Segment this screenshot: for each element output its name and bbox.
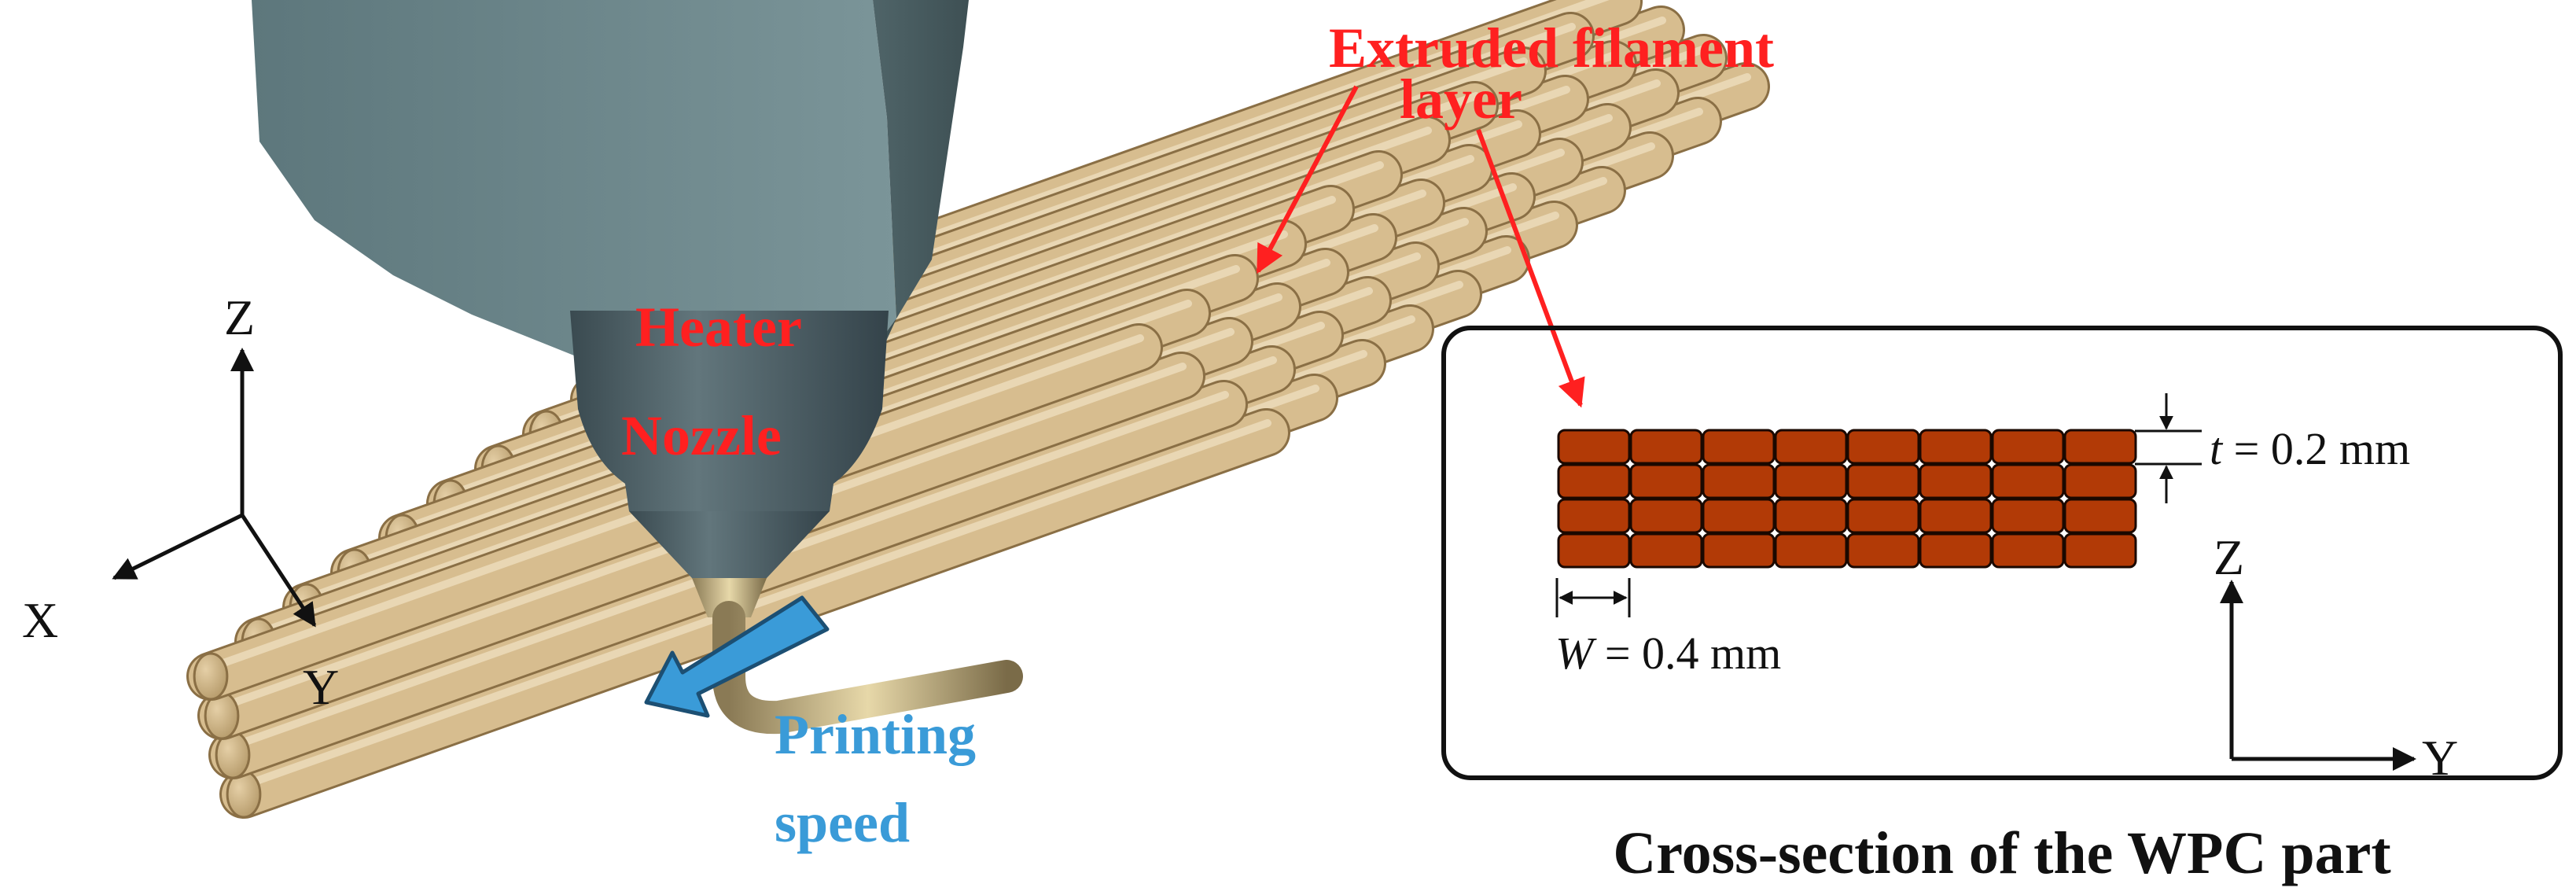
filament-cross-section-cell [1629, 498, 1703, 534]
thickness-label: t = 0.2 mm [2210, 423, 2410, 474]
axis-y-label: Y [303, 659, 339, 715]
filament-cross-section-cell [1629, 429, 1703, 465]
extruded-filament-stack [186, 0, 1770, 819]
filament-cross-section-cell [1774, 498, 1848, 534]
filament-cross-section-cell [1702, 498, 1776, 534]
filament-cross-section-cell [1774, 463, 1848, 499]
cross-section-z-label: Z [2214, 529, 2244, 585]
filament-cross-section-cell [1991, 463, 2065, 499]
thickness-value: = 0.2 mm [2222, 423, 2410, 474]
cross-section-y-label: Y [2422, 730, 2458, 786]
width-label: W = 0.4 mm [1555, 628, 1781, 679]
filament-cross-section-cell [1846, 429, 1920, 465]
xyz-axes [112, 348, 317, 628]
filament-cross-section-cell [2063, 463, 2137, 499]
filament-cross-section-cell [1846, 532, 1920, 569]
filament-cross-section-cell [1702, 429, 1776, 465]
printing-speed-label-1: Printing [775, 703, 976, 766]
filament-cross-section-cell [1702, 463, 1776, 499]
filament-cross-section-cell [1846, 498, 1920, 534]
filament-cross-section-cell [2063, 532, 2137, 569]
filament-cross-section-cell [1629, 532, 1703, 569]
cross-section-panel [1441, 326, 2563, 780]
filament-pointer-arrow [1256, 85, 1359, 274]
axis-x-label: X [22, 592, 58, 648]
cross-section-bricks [1557, 429, 2137, 569]
nozzle-label: Nozzle [621, 404, 782, 467]
filament-cross-section-cell [1919, 532, 1993, 569]
width-dimension [1555, 578, 1631, 617]
width-value: = 0.4 mm [1593, 628, 1781, 679]
cross-section-axes [2220, 580, 2416, 771]
left-arrow-icon [644, 595, 830, 718]
extruded-filament-label: Extruded filament [1329, 17, 1774, 79]
filament-cross-section-cell [1629, 463, 1703, 499]
heater-label: Heater [635, 296, 802, 359]
width-symbol: W [1555, 628, 1597, 679]
filament-cross-section-cell [1557, 463, 1631, 499]
filament-cross-section-cell [1702, 532, 1776, 569]
axis-z-label: Z [224, 289, 255, 345]
filament-cross-section-cell [1991, 498, 2065, 534]
filament-cross-section-cell [1991, 532, 2065, 569]
filament-cross-section-cell [2063, 498, 2137, 534]
cross-section-pointer-arrow [1476, 128, 1585, 408]
filament-cross-section-cell [2063, 429, 2137, 465]
filament-cross-section-cell [1557, 532, 1631, 569]
filament-cross-section-cell [1557, 429, 1631, 465]
filament-cross-section-cell [1846, 463, 1920, 499]
filament-cross-section-cell [1919, 429, 1993, 465]
thickness-dimension [2135, 393, 2202, 503]
cross-section-caption: Cross-section of the WPC part [1613, 820, 2390, 886]
filament-cross-section-cell [1557, 498, 1631, 534]
filament-rod [219, 408, 1290, 819]
filament-cross-section-cell [1919, 463, 1993, 499]
filament-cross-section-cell [1774, 532, 1848, 569]
filament-cross-section-cell [1991, 429, 2065, 465]
filament-cross-section-cell [1919, 498, 1993, 534]
extruded-layer-label: layer [1400, 68, 1522, 131]
printing-speed-label-2: speed [775, 791, 910, 854]
thickness-symbol: t [2210, 423, 2224, 474]
filament-cross-section-cell [1774, 429, 1848, 465]
